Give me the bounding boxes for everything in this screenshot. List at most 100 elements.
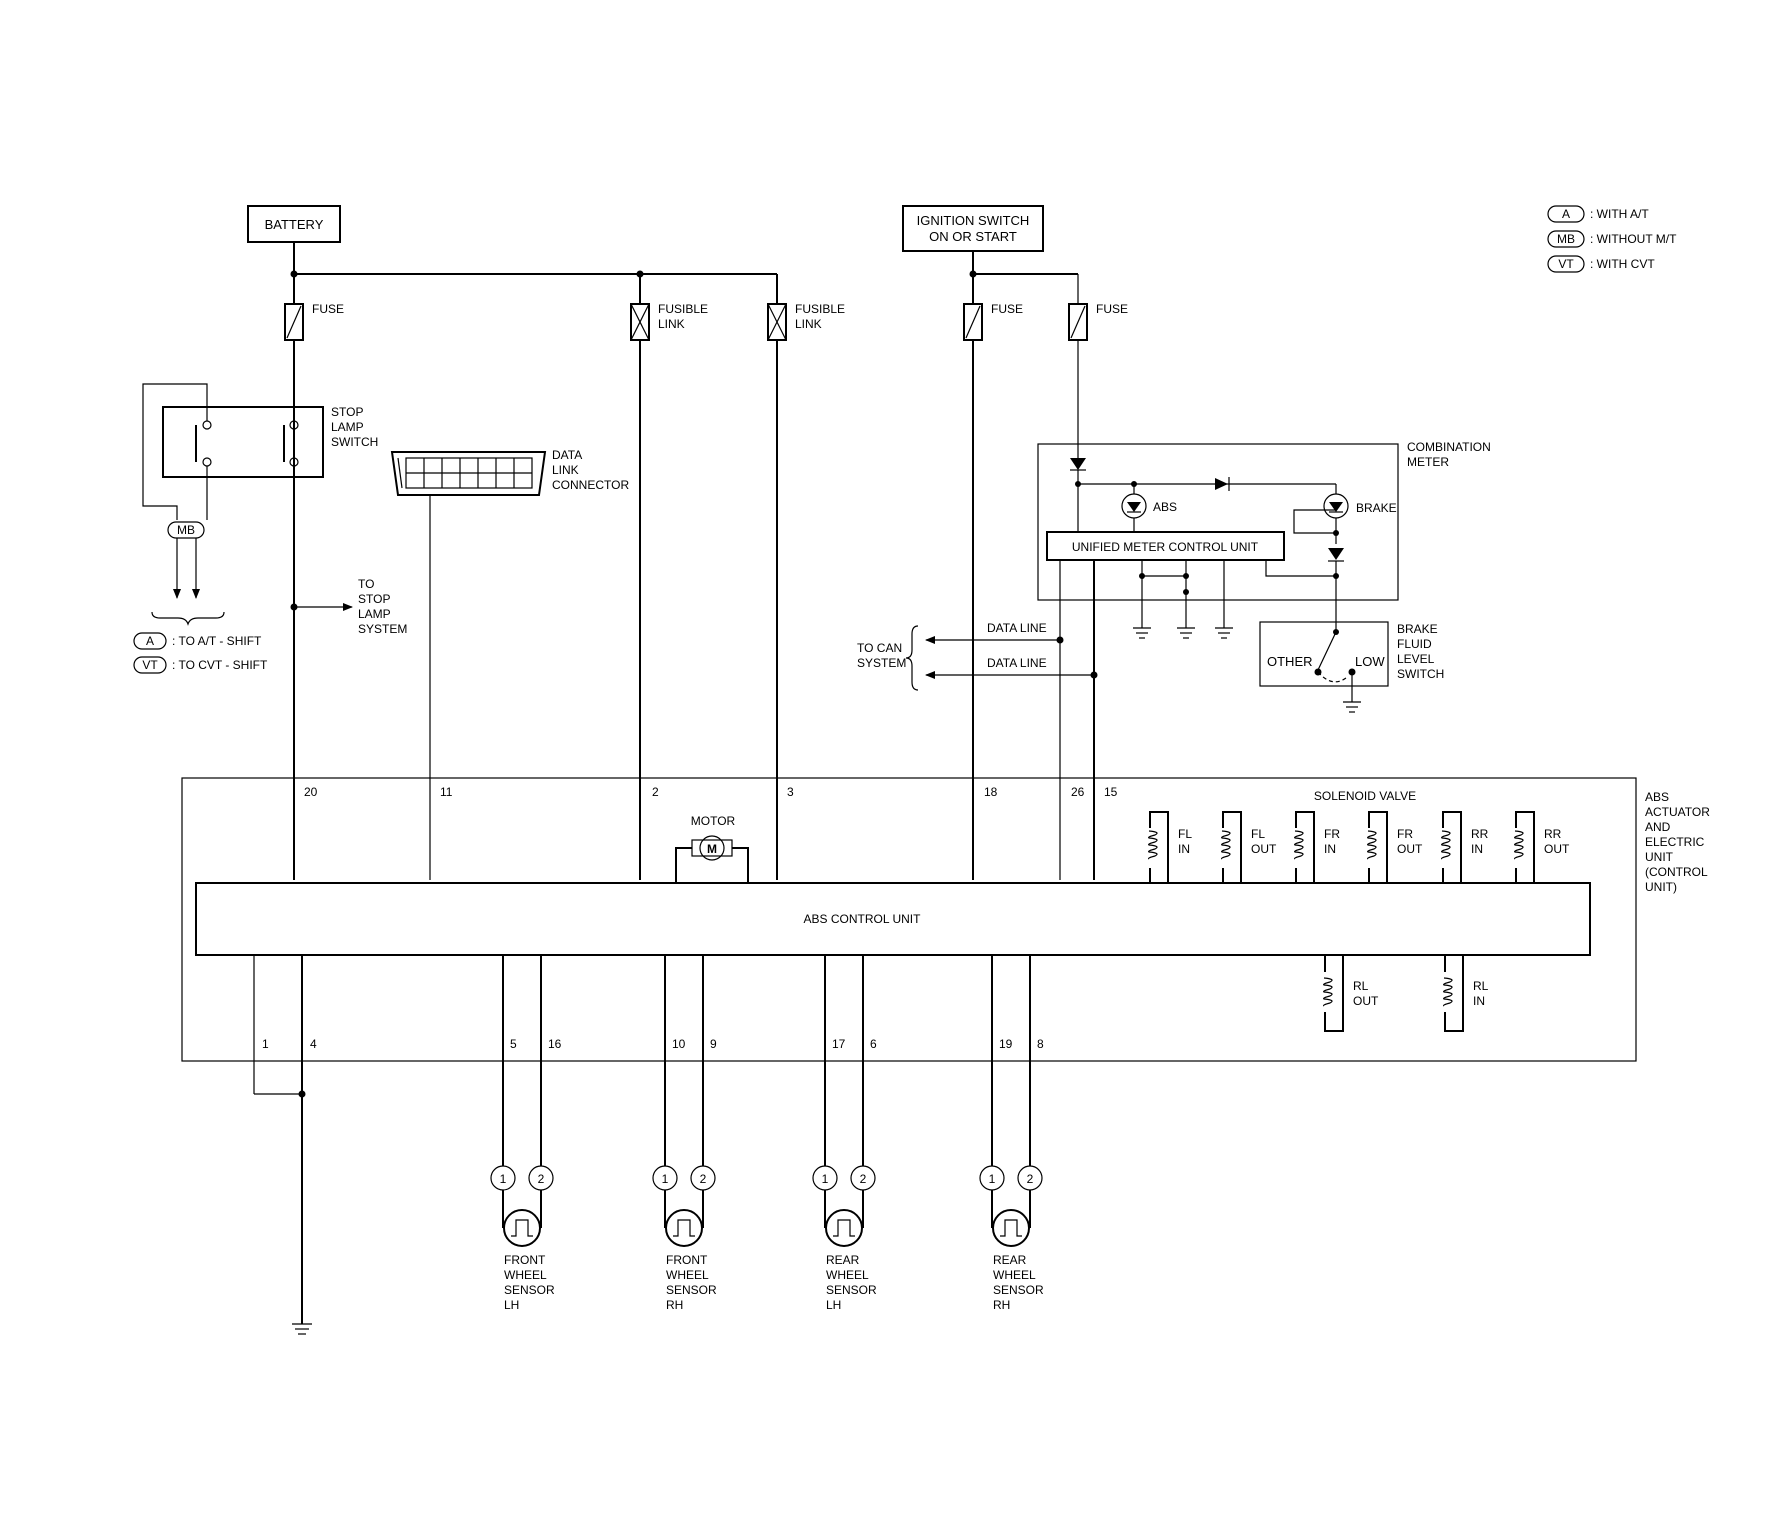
sensor-label-4: RH bbox=[993, 1298, 1010, 1312]
motor-icon: M bbox=[691, 835, 733, 861]
wheel-sensor-icon bbox=[665, 1209, 703, 1247]
terminal-1: 1 bbox=[262, 1037, 269, 1051]
terminal-17: 17 bbox=[832, 1037, 846, 1051]
legend-mb: MB : WITHOUT M/T bbox=[1547, 230, 1677, 248]
sensor-label-3: SENSOR bbox=[666, 1283, 717, 1297]
to-cvt-shift-code: VT bbox=[142, 658, 158, 672]
sensor-label-3: SENSOR bbox=[504, 1283, 555, 1297]
stop-lamp-switch-label-1: STOP bbox=[331, 405, 363, 419]
solenoid-label-1: RR bbox=[1471, 827, 1489, 841]
solenoid-label-2: OUT bbox=[1397, 842, 1423, 856]
coil-icon bbox=[1443, 977, 1453, 1007]
abs-actuator-label-6: (CONTROL bbox=[1645, 865, 1708, 879]
fusible-link-1-label-2: LINK bbox=[658, 317, 685, 331]
fuse-ign-1-label: FUSE bbox=[991, 302, 1023, 316]
to-at-shift-text: : TO A/T - SHIFT bbox=[172, 634, 262, 648]
solenoid-label-1: FR bbox=[1397, 827, 1413, 841]
sensor-pin-2-label: 2 bbox=[860, 1172, 867, 1186]
fuse-battery-label: FUSE bbox=[312, 302, 344, 316]
mb-connector-label: MB bbox=[177, 523, 195, 537]
coil-icon bbox=[1323, 977, 1333, 1007]
terminal-15: 15 bbox=[1104, 785, 1118, 799]
sensor-pin-1: 1 bbox=[652, 1165, 678, 1191]
sensor-label-2: WHEEL bbox=[826, 1268, 869, 1282]
solenoid-valve-label: SOLENOID VALVE bbox=[1314, 789, 1416, 803]
to-stop-lamp-label-1: TO bbox=[358, 577, 374, 591]
ground-icon bbox=[292, 1323, 312, 1335]
data-link-connector-icon bbox=[390, 451, 547, 496]
terminal-3: 3 bbox=[787, 785, 794, 799]
sensor-label-2: WHEEL bbox=[993, 1268, 1036, 1282]
battery-label: BATTERY bbox=[265, 217, 324, 232]
terminal-2: 2 bbox=[652, 785, 659, 799]
bfls-label-3: LEVEL bbox=[1397, 652, 1435, 666]
abs-control-unit-label: ABS CONTROL UNIT bbox=[804, 912, 922, 926]
to-cvt-shift-text: : TO CVT - SHIFT bbox=[172, 658, 268, 672]
solenoid-label-1: RL bbox=[1473, 979, 1489, 993]
combination-meter-label-2: METER bbox=[1407, 455, 1449, 469]
sensor-pin-1: 1 bbox=[979, 1165, 1005, 1191]
solenoid-label-2: OUT bbox=[1544, 842, 1570, 856]
motor-symbol: M bbox=[707, 842, 717, 856]
ground-icon bbox=[1177, 627, 1195, 639]
abs-actuator-label-5: UNIT bbox=[1645, 850, 1674, 864]
solenoid-label-1: FL bbox=[1178, 827, 1192, 841]
sensor-label-3: SENSOR bbox=[993, 1283, 1044, 1297]
solenoid-label-1: RR bbox=[1544, 827, 1562, 841]
coil-icon bbox=[1367, 830, 1377, 860]
solenoid-label-2: OUT bbox=[1251, 842, 1277, 856]
fuse-ign-2-icon bbox=[1068, 303, 1088, 341]
to-can-label-2: SYSTEM bbox=[857, 656, 906, 670]
legend-text-mb: : WITHOUT M/T bbox=[1590, 232, 1677, 246]
abs-actuator-label-2: ACTUATOR bbox=[1645, 805, 1710, 819]
terminal-16: 16 bbox=[548, 1037, 562, 1051]
sensor-pin-2-label: 2 bbox=[538, 1172, 545, 1186]
abs-lamp-label: ABS bbox=[1153, 500, 1177, 514]
solenoid-label-2: IN bbox=[1471, 842, 1483, 856]
sensor-label-3: SENSOR bbox=[826, 1283, 877, 1297]
abs-actuator-label-7: UNIT) bbox=[1645, 880, 1677, 894]
sensor-pin-1-label: 1 bbox=[500, 1172, 507, 1186]
stop-lamp-switch bbox=[162, 406, 324, 478]
legend-code-vt: VT bbox=[1558, 257, 1574, 271]
combination-meter-label-1: COMBINATION bbox=[1407, 440, 1491, 454]
brake-warning-lamp-icon bbox=[1323, 493, 1349, 519]
terminal-26: 26 bbox=[1071, 785, 1085, 799]
to-cvt-shift: VT : TO CVT - SHIFT bbox=[133, 656, 268, 674]
sensor-label-4: LH bbox=[826, 1298, 841, 1312]
sensor-pin-1: 1 bbox=[812, 1165, 838, 1191]
abs-warning-lamp-icon bbox=[1121, 493, 1147, 519]
combination-meter bbox=[1037, 443, 1399, 601]
ignition-switch-box: IGNITION SWITCH ON OR START bbox=[902, 205, 1044, 252]
coil-icon bbox=[1441, 830, 1451, 860]
legend-a: A : WITH A/T bbox=[1547, 205, 1649, 223]
to-can-label-1: TO CAN bbox=[857, 641, 902, 655]
fuse-ign-1-icon bbox=[963, 303, 983, 341]
ignition-label-2: ON OR START bbox=[929, 229, 1017, 244]
terminal-20: 20 bbox=[304, 785, 318, 799]
terminal-6: 6 bbox=[870, 1037, 877, 1051]
data-line-label-1: DATA LINE bbox=[987, 621, 1047, 635]
sensor-pin-1-label: 1 bbox=[989, 1172, 996, 1186]
ignition-label-1: IGNITION SWITCH bbox=[917, 213, 1030, 228]
coil-icon bbox=[1221, 830, 1231, 860]
fuse-battery-icon bbox=[284, 303, 304, 341]
ground-icon bbox=[1215, 627, 1233, 639]
abs-actuator-label-1: ABS bbox=[1645, 790, 1669, 804]
wheel-sensor-icon bbox=[992, 1209, 1030, 1247]
abs-actuator-label-4: ELECTRIC bbox=[1645, 835, 1705, 849]
fuse-ign-2-label: FUSE bbox=[1096, 302, 1128, 316]
unified-meter-control-unit: UNIFIED METER CONTROL UNIT bbox=[1046, 531, 1285, 561]
legend-vt: VT : WITH CVT bbox=[1547, 255, 1655, 273]
sensor-label-1: REAR bbox=[826, 1253, 860, 1267]
solenoid-label-1: RL bbox=[1353, 979, 1369, 993]
sensor-pin-2: 2 bbox=[1017, 1165, 1043, 1191]
